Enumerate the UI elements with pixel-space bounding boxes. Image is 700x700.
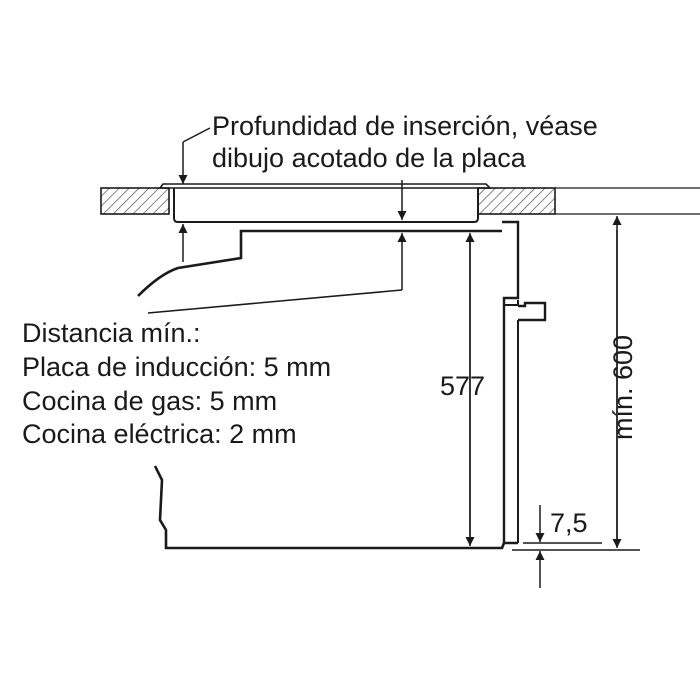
countertop-left	[100, 187, 170, 215]
hob	[158, 183, 492, 189]
oven-knob	[518, 301, 547, 322]
countertop-right	[477, 187, 556, 215]
height-577-label: 577	[440, 371, 485, 401]
insertion-label-line2: dibujo acotado de la placa	[212, 143, 527, 173]
oven-door	[502, 220, 520, 545]
distance-title: Distancia mín.:	[22, 318, 201, 348]
gap-7-5-label: 7,5	[550, 508, 588, 538]
insertion-label-line1: Profundidad de inserción, véase	[212, 111, 598, 141]
oven-top	[137, 229, 502, 297]
distance-electric: Cocina eléctrica: 2 mm	[22, 419, 297, 449]
min-600-label: mín. 600	[608, 335, 638, 440]
distance-gas: Cocina de gas: 5 mm	[22, 386, 277, 416]
distance-induction: Placa de inducción: 5 mm	[22, 352, 331, 382]
oven-bottom	[153, 465, 506, 550]
